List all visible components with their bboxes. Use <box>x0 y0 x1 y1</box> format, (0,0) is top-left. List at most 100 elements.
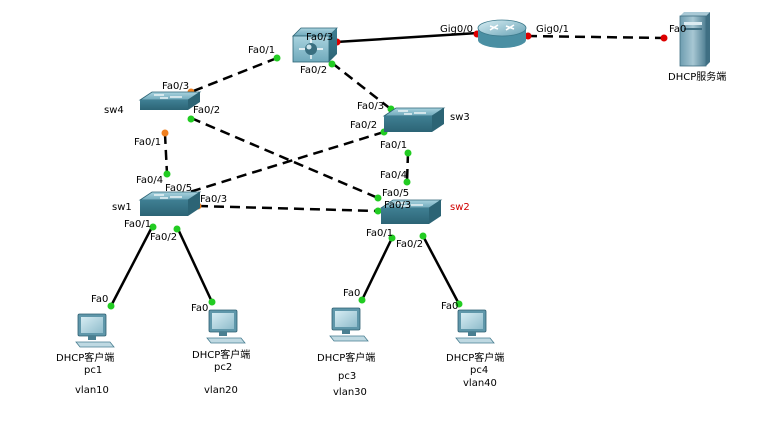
status-dot-sw4-fa01 <box>161 129 169 137</box>
port-label: Fa0/1 <box>248 45 275 56</box>
server-name: DHCP服务端 <box>668 70 726 83</box>
port-label: Fa0/1 <box>134 137 161 148</box>
multilayer-switch-icon <box>292 27 338 63</box>
status-dot-router-gig01 <box>524 32 532 40</box>
pc4-type: DHCP客户端 <box>446 351 504 364</box>
link-sw1-pc2[interactable] <box>176 228 214 303</box>
port-label: Fa0 <box>91 294 108 305</box>
link-ml-sw3[interactable] <box>331 62 393 111</box>
pc-icon <box>455 309 495 344</box>
sw4-device[interactable] <box>138 91 202 110</box>
status-dot-pc4-fa0 <box>455 300 463 308</box>
pc1-device[interactable] <box>75 313 115 348</box>
status-dot-pc1-fa0 <box>107 302 115 310</box>
router-icon <box>477 19 527 48</box>
sw4-name: sw4 <box>104 105 124 116</box>
router[interactable] <box>477 19 527 48</box>
pc3-type: DHCP客户端 <box>317 351 375 364</box>
port-label: Fa0/2 <box>300 65 327 76</box>
link-sw1-sw2[interactable] <box>197 204 379 213</box>
link-sw1-pc1[interactable] <box>109 226 154 307</box>
port-label: Fa0/5 <box>165 183 192 194</box>
switch-icon <box>382 107 446 132</box>
device-names: DHCP服务端 sw4 sw3 sw1 sw2 DHCP客户端 pc1 vlan… <box>56 70 726 398</box>
pc1-name: pc1 <box>84 365 102 376</box>
pc2-name: pc2 <box>214 362 232 373</box>
port-label: Fa0 <box>343 288 360 299</box>
port-label: Gig0/0 <box>440 24 473 35</box>
pc4-device[interactable] <box>455 309 495 344</box>
pc-icon <box>329 307 369 342</box>
sw3-name: sw3 <box>450 112 470 123</box>
pc3-vlan: vlan30 <box>333 387 367 398</box>
status-dot-sw1-fa04 <box>163 170 171 178</box>
pc2-vlan: vlan20 <box>204 385 238 396</box>
port-label: Gig0/1 <box>536 24 569 35</box>
sw1-name: sw1 <box>112 202 132 213</box>
pc-icon <box>75 313 115 348</box>
switch-icon <box>138 91 202 110</box>
port-label: Fa0/3 <box>200 194 227 205</box>
pc2-type: DHCP客户端 <box>192 348 250 361</box>
link-ml-sw4[interactable] <box>190 56 278 94</box>
link-router-server[interactable] <box>526 34 665 40</box>
sw3-device[interactable] <box>382 107 446 132</box>
link-sw3-sw2[interactable] <box>405 152 410 183</box>
status-dot-sw2-fa04 <box>403 178 411 186</box>
switch-icon <box>379 199 443 224</box>
port-label: Fa0/1 <box>380 140 407 151</box>
pc3-name: pc3 <box>338 371 356 382</box>
switch-icon <box>138 191 202 216</box>
port-label: Fa0 <box>669 24 686 35</box>
multilayer-switch[interactable] <box>292 27 338 63</box>
status-dot-sw2-fa01 <box>388 234 396 242</box>
status-dot-pc2-fa0 <box>208 298 216 306</box>
pc3-device[interactable] <box>329 307 369 342</box>
status-dot-ml-fa02 <box>328 60 336 68</box>
status-dot-sw3-fa01 <box>404 149 412 157</box>
port-label: Fa0/3 <box>162 81 189 92</box>
status-dot-server-fa0 <box>660 34 668 42</box>
port-label: Fa0/2 <box>150 232 177 243</box>
status-dot-sw4-fa02 <box>187 115 195 123</box>
port-label: Fa0/3 <box>306 32 333 43</box>
port-label: Fa0 <box>441 301 458 312</box>
port-label: Fa0/2 <box>396 239 423 250</box>
port-label: Fa0/2 <box>350 120 377 131</box>
link-sw2-pc4[interactable] <box>421 235 461 305</box>
port-label: Fa0/2 <box>193 105 220 116</box>
server-icon <box>679 12 710 67</box>
port-label: Fa0/1 <box>366 228 393 239</box>
link-ml-router[interactable] <box>335 31 479 44</box>
status-dot-sw2-fa02 <box>419 232 427 240</box>
sw2-device[interactable] <box>379 199 443 224</box>
sw1-device[interactable] <box>138 191 202 216</box>
status-dot-sw2-fa03 <box>374 207 382 215</box>
sw2-name: sw2 <box>450 202 470 213</box>
port-label: Fa0/4 <box>380 170 407 181</box>
pc4-name: pc4 <box>470 365 488 376</box>
port-label: Fa0/3 <box>357 101 384 112</box>
status-dot-sw2-fa05 <box>374 194 382 202</box>
port-label: Fa0/1 <box>124 219 151 230</box>
link-sw4-sw1[interactable] <box>163 133 169 175</box>
port-label: Fa0/4 <box>136 175 163 186</box>
link-sw3-sw1[interactable] <box>179 130 385 197</box>
links <box>109 31 665 307</box>
status-dot-sw1-fa01 <box>149 223 157 231</box>
pc2-device[interactable] <box>206 309 246 344</box>
link-sw4-sw2[interactable] <box>190 116 379 200</box>
pc4-vlan: vlan40 <box>463 378 497 389</box>
port-label: Fa0 <box>191 303 208 314</box>
port-label: Fa0/5 <box>382 188 409 199</box>
link-sw2-pc3[interactable] <box>360 237 394 301</box>
status-dot-ml-fa01 <box>273 54 281 62</box>
dhcp-server[interactable] <box>679 12 710 67</box>
port-label: Fa0/3 <box>384 200 411 211</box>
pc1-type: DHCP客户端 <box>56 351 114 364</box>
pc1-vlan: vlan10 <box>75 385 109 396</box>
pc-icon <box>206 309 246 344</box>
status-dot-pc3-fa0 <box>358 296 366 304</box>
